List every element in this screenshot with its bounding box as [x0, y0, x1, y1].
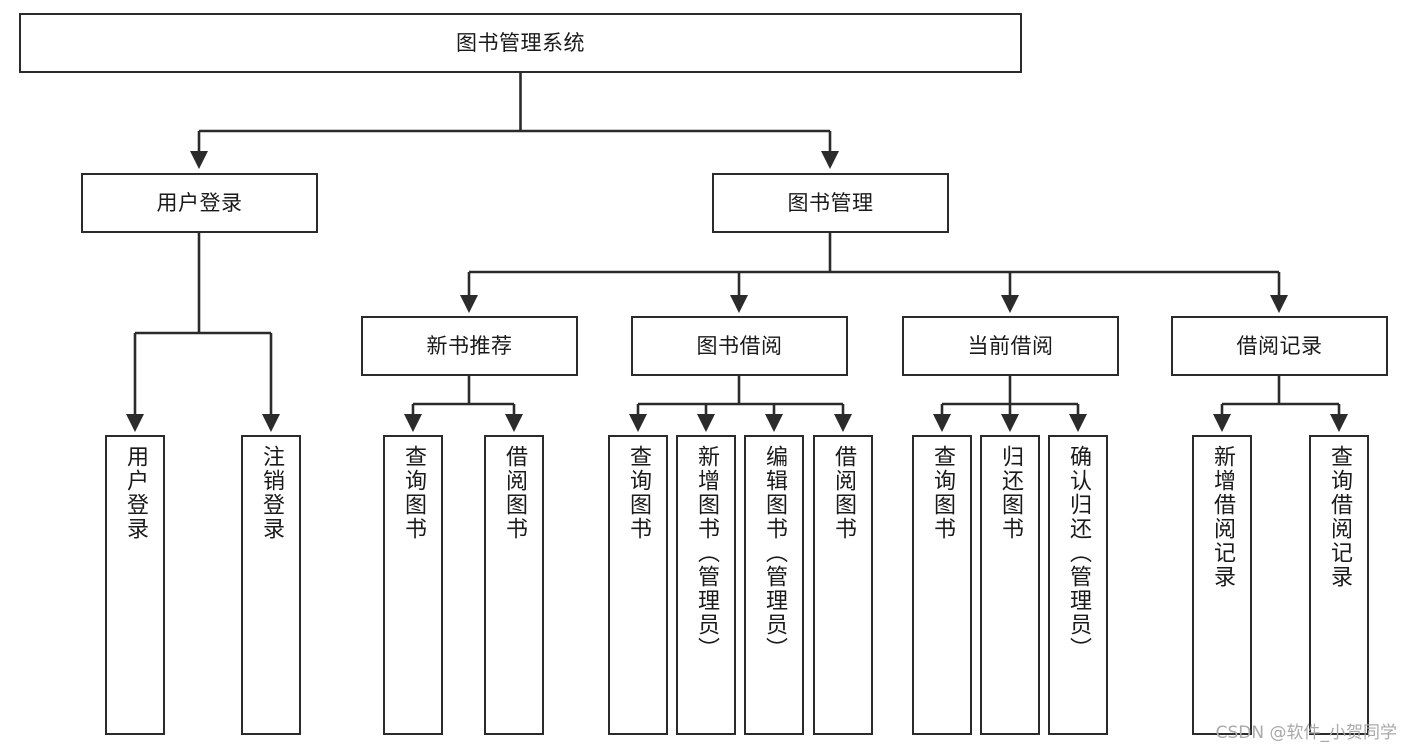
leaf-bb-edit-book-admin-label: 编辑图书（管理员）: [762, 445, 787, 661]
leaf-logout[interactable]: 注销登录: [241, 435, 301, 735]
leaf-cb-query-book-label: 查询图书: [930, 445, 955, 541]
node-user-login[interactable]: 用户登录: [81, 173, 318, 233]
leaf-nb-query-book-label: 查询图书: [401, 445, 426, 541]
node-book-borrow[interactable]: 图书借阅: [631, 316, 848, 376]
node-new-book-recommend-label: 新书推荐: [426, 333, 513, 358]
leaf-bb-edit-book-admin[interactable]: 编辑图书（管理员）: [744, 435, 804, 735]
leaf-br-query-record-label: 查询借阅记录: [1327, 445, 1352, 589]
leaf-user-login[interactable]: 用户登录: [105, 435, 165, 735]
leaf-nb-borrow-book[interactable]: 借阅图书: [484, 435, 544, 735]
leaf-bb-borrow-book-label: 借阅图书: [831, 445, 856, 541]
node-borrow-record[interactable]: 借阅记录: [1171, 316, 1388, 376]
leaf-nb-borrow-book-label: 借阅图书: [502, 445, 527, 541]
leaf-br-add-record[interactable]: 新增借阅记录: [1192, 435, 1252, 735]
leaf-nb-query-book[interactable]: 查询图书: [383, 435, 443, 735]
leaf-bb-add-book-admin-label: 新增图书（管理员）: [694, 445, 719, 661]
node-borrow-record-label: 借阅记录: [1236, 333, 1323, 358]
node-current-borrow[interactable]: 当前借阅: [902, 316, 1119, 376]
csdn-watermark: CSDN @软件_小贺同学: [1215, 723, 1397, 743]
node-book-management[interactable]: 图书管理: [712, 173, 949, 233]
leaf-bb-query-book[interactable]: 查询图书: [608, 435, 668, 735]
leaf-user-login-label: 用户登录: [123, 445, 148, 541]
node-user-login-label: 用户登录: [156, 190, 243, 215]
node-current-borrow-label: 当前借阅: [967, 333, 1054, 358]
leaf-cb-confirm-return-admin-label: 确认归还（管理员）: [1066, 445, 1091, 661]
leaf-cb-confirm-return-admin[interactable]: 确认归还（管理员）: [1048, 435, 1108, 735]
leaf-cb-query-book[interactable]: 查询图书: [912, 435, 972, 735]
leaf-cb-return-book-label: 归还图书: [998, 445, 1023, 541]
leaf-cb-return-book[interactable]: 归还图书: [980, 435, 1040, 735]
node-new-book-recommend[interactable]: 新书推荐: [361, 316, 578, 376]
node-book-management-label: 图书管理: [787, 190, 874, 215]
leaf-bb-add-book-admin[interactable]: 新增图书（管理员）: [676, 435, 736, 735]
node-root[interactable]: 图书管理系统: [19, 13, 1022, 73]
leaf-logout-label: 注销登录: [259, 445, 284, 541]
node-root-label: 图书管理系统: [456, 30, 585, 55]
leaf-br-add-record-label: 新增借阅记录: [1210, 445, 1235, 589]
leaf-bb-borrow-book[interactable]: 借阅图书: [813, 435, 873, 735]
leaf-br-query-record[interactable]: 查询借阅记录: [1309, 435, 1369, 735]
node-book-borrow-label: 图书借阅: [696, 333, 783, 358]
leaf-bb-query-book-label: 查询图书: [626, 445, 651, 541]
